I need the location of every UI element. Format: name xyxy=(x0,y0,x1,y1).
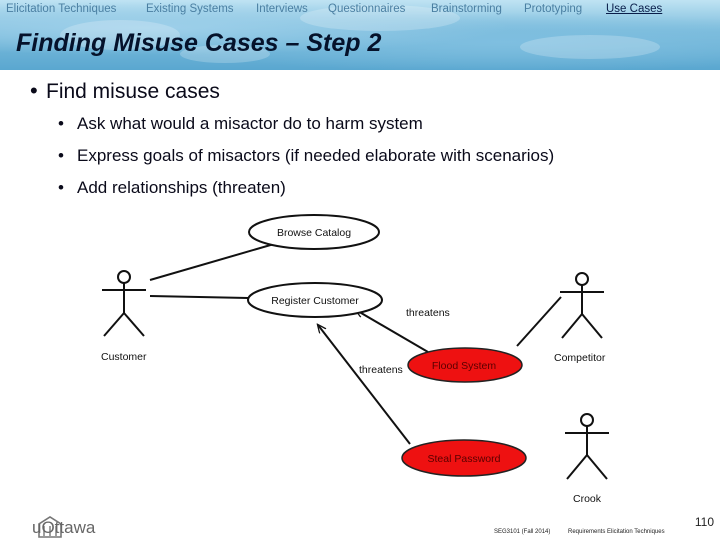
use-case-browse-catalog xyxy=(248,214,380,250)
competitor-actor xyxy=(560,272,604,339)
threatens-label-upper: threatens xyxy=(406,307,450,319)
association-competitor-flood xyxy=(516,296,562,347)
bullet-icon: • xyxy=(58,146,64,165)
use-case-register-customer xyxy=(247,282,383,318)
threatens-arrow-flood xyxy=(356,310,429,353)
crook-actor xyxy=(565,413,609,480)
misuse-case-diagram: Customer Competitor Crook threatens thre… xyxy=(101,214,609,505)
threatens-label-lower: threatens xyxy=(359,364,403,376)
customer-label: Customer xyxy=(101,351,147,363)
misuse-case-flood-system xyxy=(407,347,523,383)
bullet-icon: • xyxy=(58,178,64,197)
customer-actor xyxy=(102,270,146,337)
misuse-case-steal-password xyxy=(401,439,527,477)
nav-brainstorming[interactable]: Brainstorming xyxy=(431,3,502,15)
crook-label: Crook xyxy=(573,493,602,505)
nav-prototyping[interactable]: Prototyping xyxy=(524,3,583,15)
association-customer-register xyxy=(149,295,249,299)
main-bullet: • Find misuse cases xyxy=(30,78,220,104)
header-banner xyxy=(0,0,720,70)
register-customer-label: Register Customer xyxy=(271,295,359,307)
nav-interviews[interactable]: Interviews xyxy=(256,3,308,15)
footer-course: SEG3101 (Fall 2014) xyxy=(494,529,551,535)
nav-questionnaires[interactable]: Questionnaires xyxy=(328,3,406,15)
nav-elicitation-techniques[interactable]: Elicitation Techniques xyxy=(6,3,117,15)
sub-bullet-3: •Add relationships (threaten) xyxy=(58,178,286,197)
browse-catalog-label: Browse Catalog xyxy=(277,227,351,239)
association-customer-browse xyxy=(149,243,275,281)
flood-system-label: Flood System xyxy=(432,360,496,372)
slide-number: 110 xyxy=(694,515,714,529)
section-nav: Elicitation Techniques Existing Systems … xyxy=(0,3,720,19)
main-bullet-text: Find misuse cases xyxy=(46,80,220,103)
bullet-icon: • xyxy=(58,114,64,133)
footer-topic: Requirements Elicitation Techniques xyxy=(568,529,665,535)
nav-existing-systems[interactable]: Existing Systems xyxy=(146,3,234,15)
nav-use-cases[interactable]: Use Cases xyxy=(606,3,663,15)
threatens-arrow-steal xyxy=(318,325,411,445)
sub-bullet-2: •Express goals of misactors (if needed e… xyxy=(58,146,555,165)
slide-title: Finding Misuse Cases – Step 2 xyxy=(16,29,382,57)
university-logo-text: uOttawa xyxy=(32,518,96,537)
sub-bullet-1: •Ask what would a misactor do to harm sy… xyxy=(58,114,423,133)
bullet-icon: • xyxy=(30,78,38,103)
steal-password-label: Steal Password xyxy=(428,453,501,465)
competitor-label: Competitor xyxy=(554,352,606,364)
university-crest-icon xyxy=(38,516,62,538)
